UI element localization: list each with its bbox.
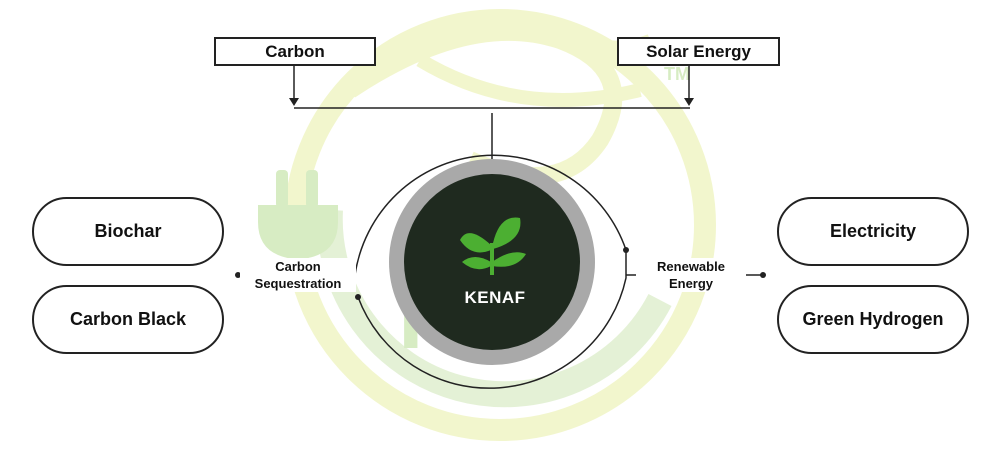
right-connector-dot <box>760 272 766 278</box>
solar-energy-box: Solar Energy <box>617 37 780 66</box>
watermark-trademark: TM <box>664 64 690 84</box>
left-connector-dot <box>235 272 241 278</box>
carbon-box: Carbon <box>214 37 376 66</box>
renewable-energy-label: Renewable Energy <box>636 258 746 292</box>
carbon-sequestration-label: Carbon Sequestration <box>240 258 356 292</box>
renewable-energy-line2: Energy <box>668 276 714 291</box>
electricity-pill: Electricity <box>777 197 969 266</box>
carbon-black-pill: Carbon Black <box>32 285 224 354</box>
sprout-icon <box>460 217 526 275</box>
carbon-sequestration-line1: Carbon <box>275 259 321 274</box>
kenaf-title: KENAF <box>464 288 526 307</box>
cycle-arcs <box>354 154 627 389</box>
plug-icon <box>258 170 338 276</box>
biochar-pill: Biochar <box>32 197 224 266</box>
arc-endpoint-left <box>355 294 361 300</box>
green-hydrogen-pill: Green Hydrogen <box>777 285 969 354</box>
renewable-energy-line1: Renewable <box>657 259 725 274</box>
carbon-sequestration-line2: Sequestration <box>254 276 342 291</box>
arc-endpoint-right <box>623 247 629 253</box>
